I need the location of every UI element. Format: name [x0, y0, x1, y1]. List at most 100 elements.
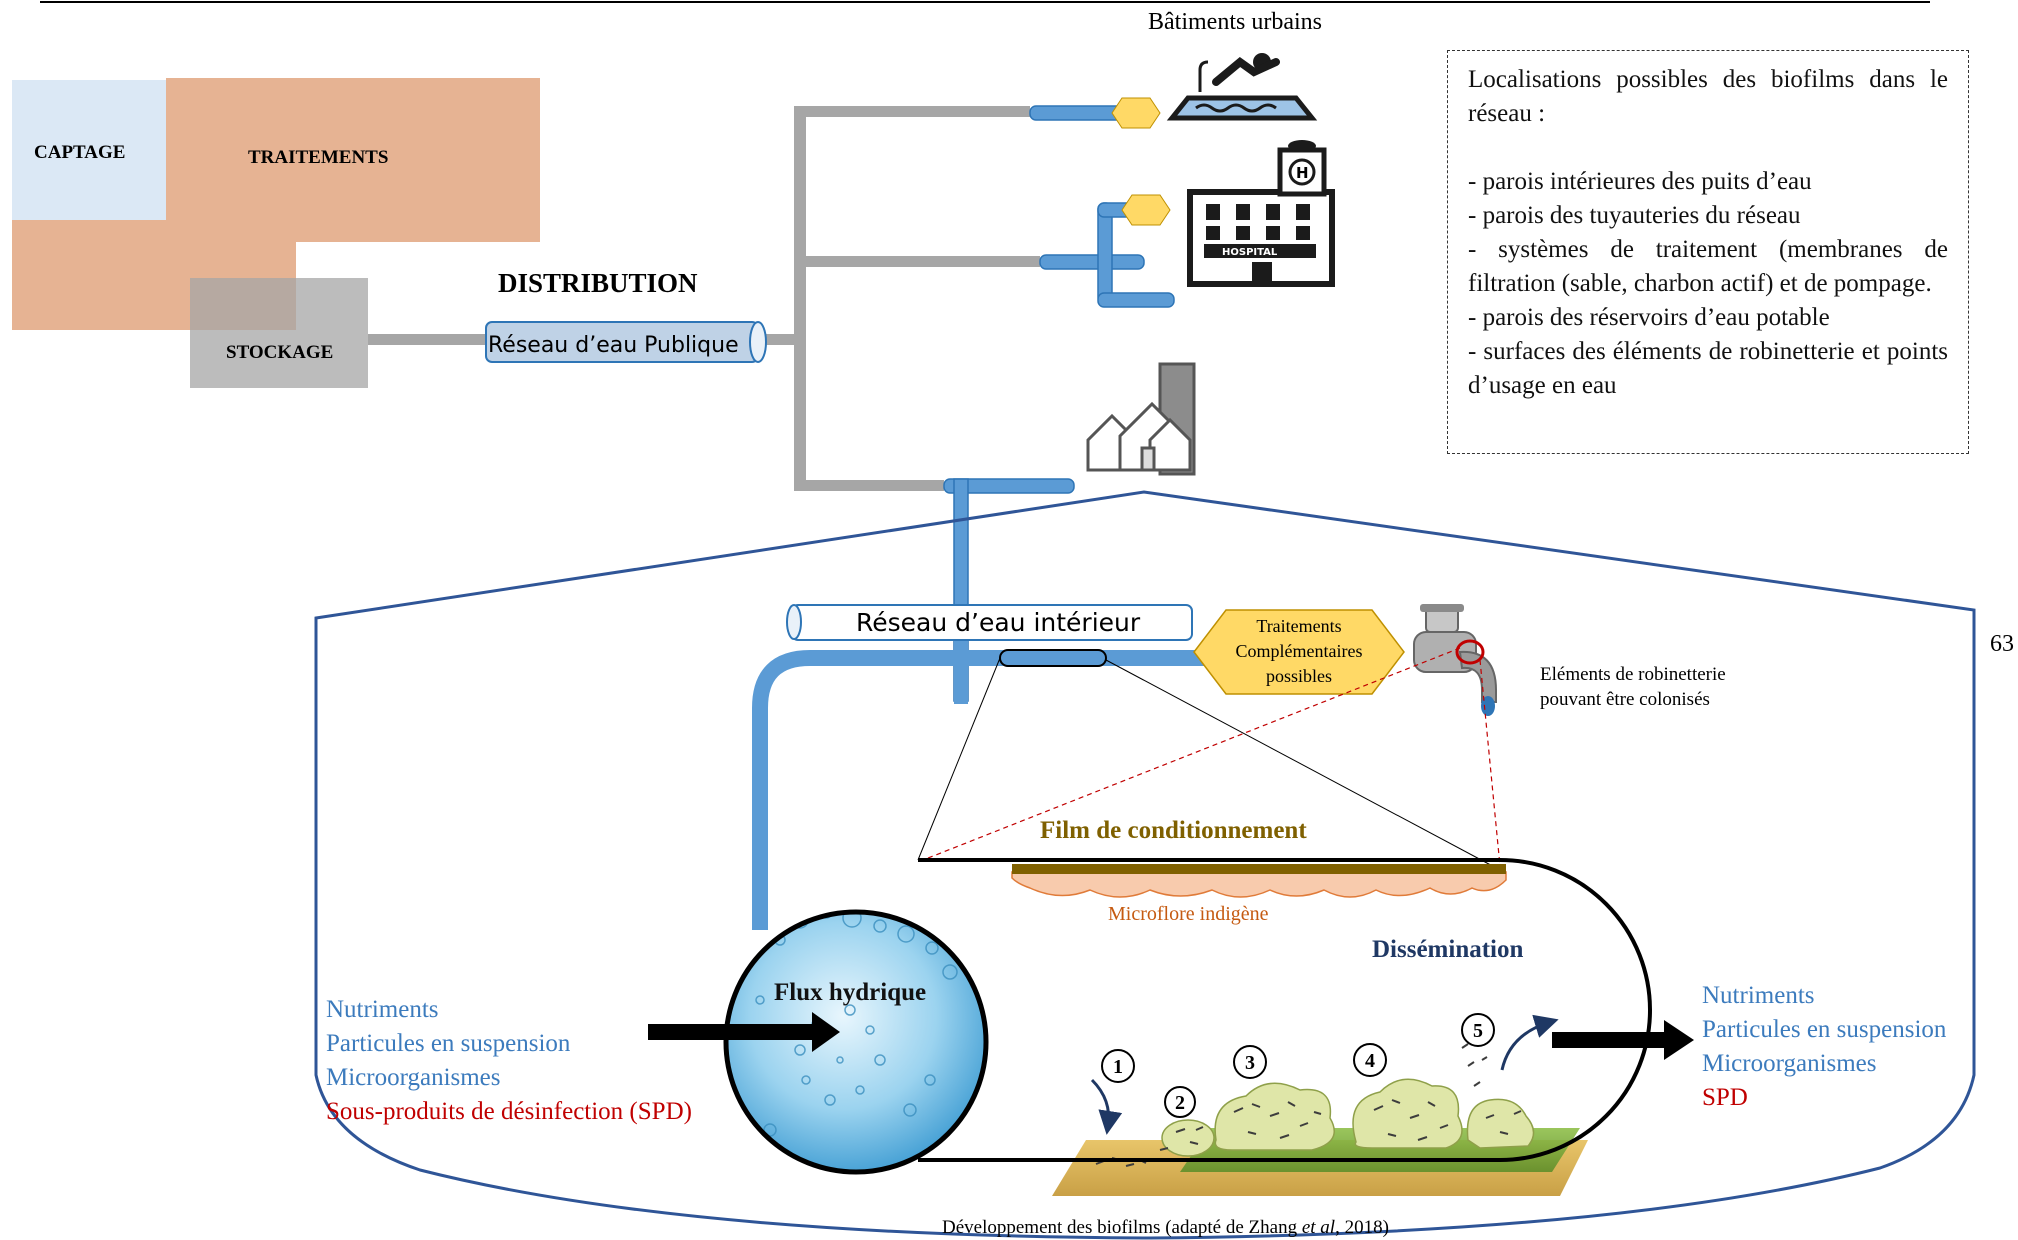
page-number: 63	[1990, 631, 2014, 657]
pool-ladder	[1198, 60, 1209, 92]
cluster-stage-4	[1352, 1078, 1463, 1149]
indoor-network-label: Réseau d’eau intérieur	[856, 608, 1141, 637]
input-microorganisms: Microorganismes	[326, 1064, 501, 1091]
water-circle-outline	[723, 909, 989, 1175]
output-nutrients: Nutriments	[1702, 982, 1815, 1009]
hospital-sign-bar	[1204, 244, 1316, 258]
adhesion-arrow	[1090, 1078, 1123, 1135]
traitements-label: TRAITEMENTS	[248, 147, 388, 168]
biofilm-section: Film de conditionnement Microflore indig…	[723, 817, 1652, 1196]
indoor-building-outline	[314, 490, 1976, 1240]
indoor-network-pipe-end	[786, 604, 802, 640]
hospital-icon: H HOSPITAL	[1187, 140, 1335, 287]
step-markers: 1 2 3 4 5	[1101, 1013, 1495, 1118]
step-3-label: 3	[1245, 1052, 1255, 1074]
faucet-highlight	[1455, 639, 1485, 665]
grey-branch-houses	[794, 480, 944, 491]
grey-pipe-stock	[368, 334, 486, 345]
output-particles: Particules en suspension	[1702, 1016, 1947, 1043]
indoor-pipe-main	[752, 650, 1210, 930]
hospital-door	[1252, 262, 1272, 284]
step-1-label: 1	[1113, 1056, 1123, 1078]
flow-arrows	[648, 1012, 1694, 1060]
helipad-circle	[1288, 158, 1316, 186]
input-arrow-head	[812, 1012, 840, 1052]
houses-pipe	[943, 478, 1075, 494]
hospital-windows	[1206, 204, 1310, 240]
indoor-pipe-connector	[954, 640, 968, 704]
treatment-line-2: Complémentaires	[1236, 641, 1363, 661]
hospital-pipe-mid	[1039, 254, 1145, 270]
pipe-capsule-outline	[918, 858, 1652, 1162]
treatment-line-3: possibles	[1266, 666, 1332, 686]
biofilm-locations-legend: Localisations possibles des biofilms dan…	[1447, 50, 1969, 454]
figure-caption: Développement des biofilms (adapté de Zh…	[942, 1217, 1389, 1238]
public-network-label: Réseau d’eau Publique	[488, 333, 739, 358]
legend-item-pipes: - parois des tuyauteries du réseau	[1468, 202, 1801, 229]
water-drop	[1481, 696, 1495, 716]
conditioning-film-bar	[1012, 864, 1506, 874]
pool-waves	[1195, 103, 1277, 113]
zoom-line-right	[1105, 659, 1501, 871]
complementary-treatment-hex	[1193, 609, 1405, 695]
grey-riser	[794, 106, 806, 490]
houses-icon	[1086, 362, 1196, 476]
input-spd: Sous-produits de désinfection (SPD)	[326, 1098, 692, 1125]
microflora-layer	[1011, 871, 1507, 898]
grey-branch-pool	[794, 106, 1030, 117]
dissemination-arrow	[1500, 1014, 1559, 1071]
step-3-circle	[1233, 1045, 1267, 1079]
step-4-circle	[1353, 1043, 1387, 1077]
legend-item-reservoirs: - parois des réservoirs d’eau potable	[1468, 304, 1830, 331]
buildings-title: Bâtiments urbains	[1148, 9, 1322, 35]
stockage-label: STOCKAGE	[226, 342, 333, 363]
step-2-circle	[1164, 1086, 1196, 1118]
house-door	[1140, 446, 1156, 472]
cluster-stage-2	[1161, 1119, 1215, 1157]
indoor-network: Réseau d’eau intérieur Traitements Compl…	[752, 604, 1405, 930]
grey-pipe-out	[762, 334, 800, 345]
step-2-label: 2	[1175, 1092, 1185, 1114]
input-arrow-shaft	[648, 1024, 812, 1040]
input-particles: Particules en suspension	[326, 1030, 571, 1057]
helipad-letter: H	[1296, 164, 1309, 182]
legend-item-wells: - parois intérieures des puits d’eau	[1468, 168, 1812, 195]
dissemination-label: Dissémination	[1372, 936, 1524, 963]
conditioning-film-label: Film de conditionnement	[1040, 817, 1307, 844]
microflora-label: Microflore indigène	[1108, 903, 1269, 925]
public-network: Réseau d’eau Publique	[368, 106, 1040, 491]
legend-item-fixtures: - surfaces des éléments de robinetterie …	[1468, 338, 1948, 399]
bacteria-cells	[1095, 1043, 1522, 1167]
hospital-treatment-hex	[1121, 194, 1171, 226]
legend-title: Localisations possibles des biofilms dan…	[1468, 66, 1948, 127]
water-flow-circle	[726, 912, 986, 1172]
step-1-circle	[1101, 1049, 1135, 1083]
red-dash-left	[917, 647, 1461, 863]
hospital-pipe-bottom	[1097, 292, 1175, 308]
fixtures-line-1: Eléments de robinetterie	[1540, 664, 1726, 685]
distribution-label: DISTRIBUTION	[498, 268, 698, 298]
swimming-pool-icon	[1166, 53, 1318, 121]
output-spd: SPD	[1702, 1084, 1748, 1111]
faucet-icon	[1413, 604, 1497, 716]
hospital-pipe-vertical	[1097, 202, 1113, 304]
red-dash-right	[1479, 659, 1501, 867]
cluster-stage-5	[1466, 1098, 1535, 1149]
flow-label: Flux hydrique	[774, 979, 926, 1006]
inputs-list: Nutriments Particules en suspension Micr…	[326, 996, 692, 1125]
step-5-circle	[1461, 1013, 1495, 1047]
captage-label: CAPTAGE	[34, 142, 125, 163]
fixtures-line-2: pouvant être colonisés	[1540, 689, 1710, 710]
captage-box	[12, 80, 168, 220]
output-arrow-head	[1664, 1020, 1694, 1060]
pipe-zoom-section	[999, 649, 1107, 667]
traitements-box	[166, 78, 540, 330]
public-network-pipe-end	[749, 321, 767, 363]
treatment-line-1: Traitements	[1256, 616, 1341, 636]
step-4-label: 4	[1365, 1050, 1375, 1072]
biofilm-clusters	[1161, 1078, 1535, 1157]
hospital-sign: HOSPITAL	[1222, 247, 1278, 258]
hospital-tower	[1277, 147, 1327, 197]
input-nutrients: Nutriments	[326, 996, 439, 1023]
